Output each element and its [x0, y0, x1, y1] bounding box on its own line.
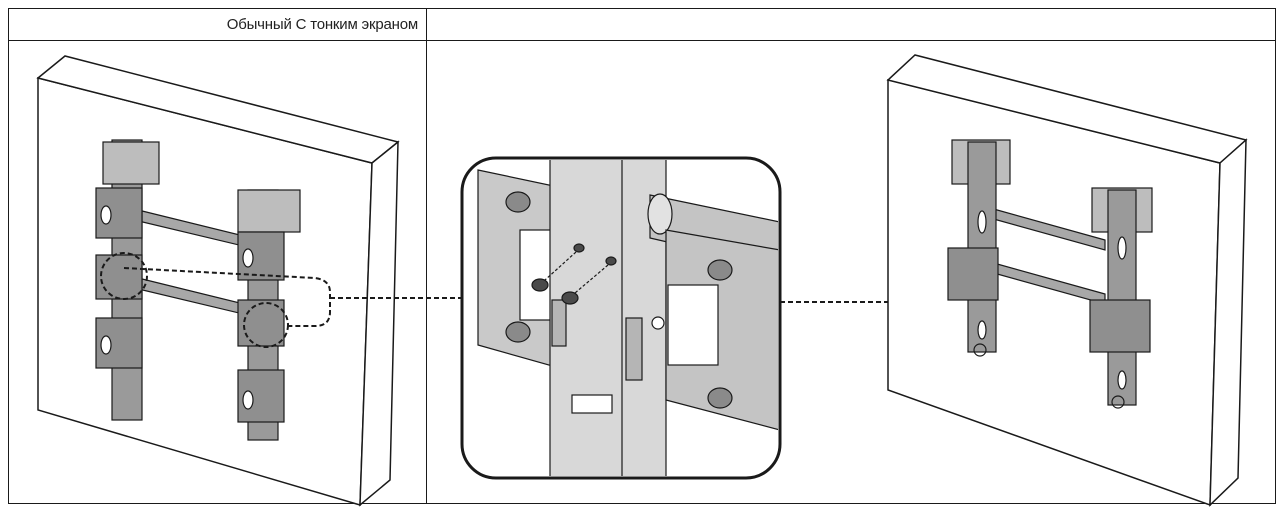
table-grid	[8, 8, 1276, 504]
left-wall-panel	[36, 55, 400, 507]
right-wall-panel	[886, 54, 1248, 507]
detail-zoom-panel	[460, 156, 782, 480]
right-bracket	[947, 139, 1153, 409]
mount-type-label: Обычный С тонким экраном	[226, 15, 418, 33]
left-bracket	[95, 139, 301, 441]
left-callouts	[100, 252, 462, 348]
